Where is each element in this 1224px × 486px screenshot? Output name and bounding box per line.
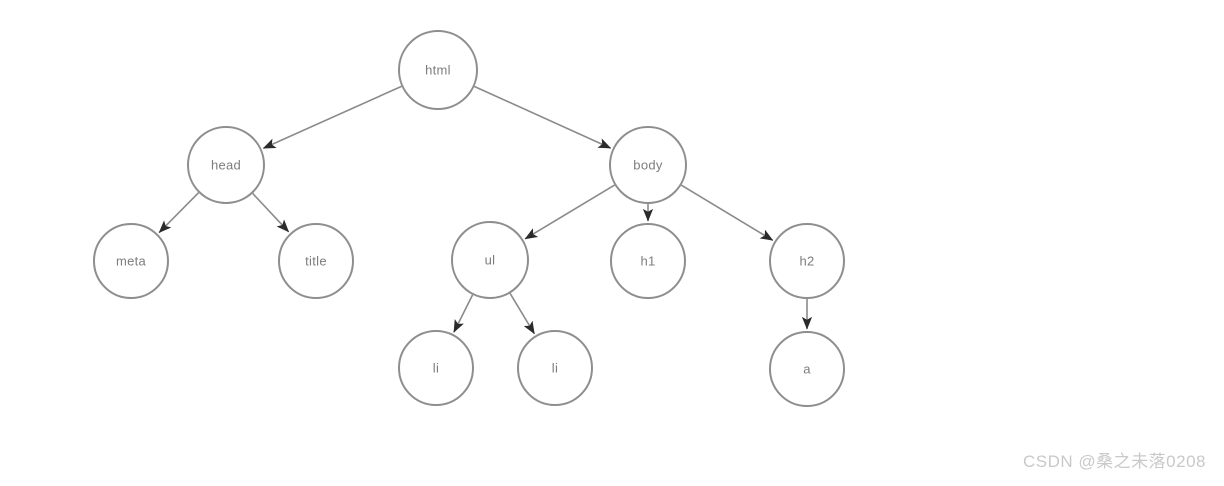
node-label-ul: ul xyxy=(485,253,496,268)
node-ul[interactable]: ul xyxy=(451,221,529,299)
node-label-html: html xyxy=(425,63,451,78)
node-circle-h2 xyxy=(769,223,845,299)
edge-head-to-title xyxy=(252,192,290,233)
node-label-meta: meta xyxy=(116,254,147,269)
node-label-h2: h2 xyxy=(799,254,814,269)
node-label-h1: h1 xyxy=(640,254,655,269)
node-circle-meta xyxy=(93,223,169,299)
node-circle-head xyxy=(187,126,265,204)
node-label-li2: li xyxy=(552,361,558,376)
nodes-layer: html head body meta title ul h1 h2 li li a xyxy=(93,30,845,407)
node-circle-li1 xyxy=(398,330,474,406)
node-body[interactable]: body xyxy=(609,126,687,204)
node-h2[interactable]: h2 xyxy=(769,223,845,299)
node-li1[interactable]: li xyxy=(398,330,474,406)
edge-ul-to-li2 xyxy=(509,293,536,335)
node-circle-html xyxy=(398,30,478,110)
edge-body-to-ul xyxy=(524,184,615,240)
edge-body-to-h2 xyxy=(680,184,774,242)
node-circle-ul xyxy=(451,221,529,299)
node-html[interactable]: html xyxy=(398,30,478,110)
node-label-a: a xyxy=(803,362,811,377)
node-circle-body xyxy=(609,126,687,204)
edge-ul-to-li1 xyxy=(453,294,474,333)
node-h1[interactable]: h1 xyxy=(610,223,686,299)
node-circle-a xyxy=(769,331,845,407)
edge-head-to-meta xyxy=(158,192,200,234)
node-head[interactable]: head xyxy=(187,126,265,204)
node-label-li1: li xyxy=(433,361,439,376)
node-circle-title xyxy=(278,223,354,299)
edge-html-to-body xyxy=(474,85,612,149)
node-title[interactable]: title xyxy=(278,223,354,299)
node-label-title: title xyxy=(305,254,327,269)
node-a[interactable]: a xyxy=(769,331,845,407)
edge-html-to-head xyxy=(262,85,402,149)
node-li2[interactable]: li xyxy=(517,330,593,406)
node-label-head: head xyxy=(211,158,241,173)
node-circle-li2 xyxy=(517,330,593,406)
csdn-watermark: CSDN @桑之未落0208 xyxy=(1023,452,1206,471)
node-label-body: body xyxy=(633,158,663,173)
node-circle-h1 xyxy=(610,223,686,299)
edges-layer xyxy=(158,85,813,335)
node-meta[interactable]: meta xyxy=(93,223,169,299)
